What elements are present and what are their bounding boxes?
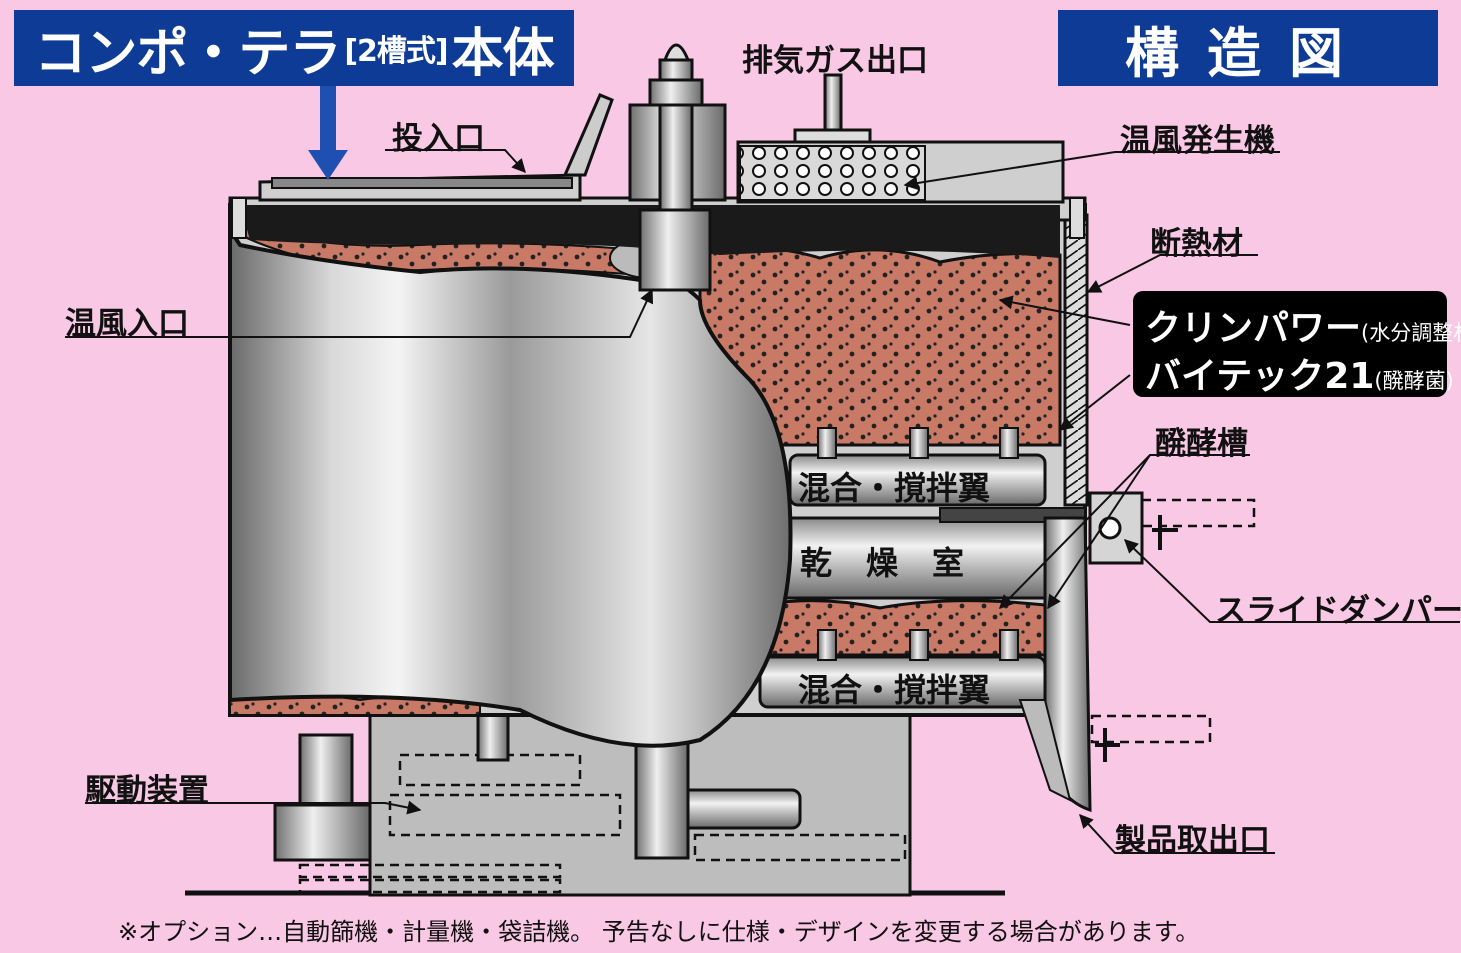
label-insulation: 断熱材 [1150, 226, 1243, 262]
additive-product-1: クリンパワー [1145, 308, 1362, 349]
leader-lines [65, 149, 1460, 854]
label-mixer-upper: 混合・撹拌翼 [798, 469, 991, 507]
label-inlet: 投入口 [392, 121, 485, 157]
additive-box: クリンパワー(水分調整材) バイテック21(醗酵菌) [1133, 291, 1461, 397]
additive-product-2: バイテック21 [1145, 356, 1375, 397]
label-hot-air-inlet: 温風入口 [65, 306, 189, 342]
structure-title: 構造図 [1058, 10, 1438, 86]
label-drive: 駆動装置 [85, 773, 209, 809]
additive-note-1: (水分調整材) [1361, 321, 1461, 345]
pointer-arrow [308, 86, 348, 180]
lower-mixer [758, 629, 1047, 709]
label-fermentation-tank: 醗酵槽 [1155, 426, 1248, 462]
label-drying-room: 乾燥室 [800, 544, 999, 582]
label-mixer-lower: 混合・撹拌翼 [798, 671, 991, 709]
drive-unit [273, 713, 912, 897]
title-name: コンポ・テラ [34, 23, 341, 84]
label-product-outlet: 製品取出口 [1115, 823, 1270, 859]
center-column [628, 43, 727, 292]
label-slide-damper: スライドダンパー [1215, 593, 1461, 629]
title-bracket: [2槽式] [344, 34, 448, 69]
label-exhaust: 排気ガス出口 [742, 43, 928, 79]
upper-mixer [788, 427, 1047, 507]
additive-note-2: (醗酵菌) [1374, 369, 1454, 393]
footnote: ※オプション…自動篩機・計量機・袋詰機。 予告なしに仕様・デザインを変更する場合… [118, 918, 1200, 946]
title-body: 本体 [451, 23, 555, 84]
label-hot-air-generator: 温風発生機 [1120, 123, 1275, 159]
exhaust-and-heater [736, 73, 1065, 204]
input-hatch [258, 93, 614, 202]
main-title: コンポ・テラ[2槽式]本体 [14, 10, 574, 86]
